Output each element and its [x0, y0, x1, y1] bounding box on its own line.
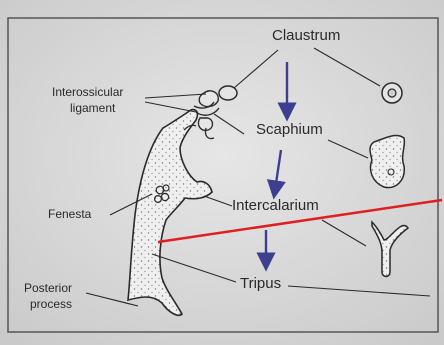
claustrum-center — [388, 89, 396, 97]
label-intercalarium: Intercalarium — [232, 198, 319, 214]
label-tripus: Tripus — [240, 276, 281, 292]
label-claustrum: Claustrum — [272, 28, 340, 44]
scaphium-detached — [370, 135, 404, 187]
label-posterior: Posterior — [24, 282, 72, 295]
label-ligament: ligament — [70, 102, 115, 115]
label-interossicular: Interossicular — [52, 86, 123, 99]
label-scaphium: Scaphium — [256, 122, 323, 138]
label-fenesta: Fenesta — [48, 208, 91, 221]
label-process: process — [30, 298, 72, 311]
